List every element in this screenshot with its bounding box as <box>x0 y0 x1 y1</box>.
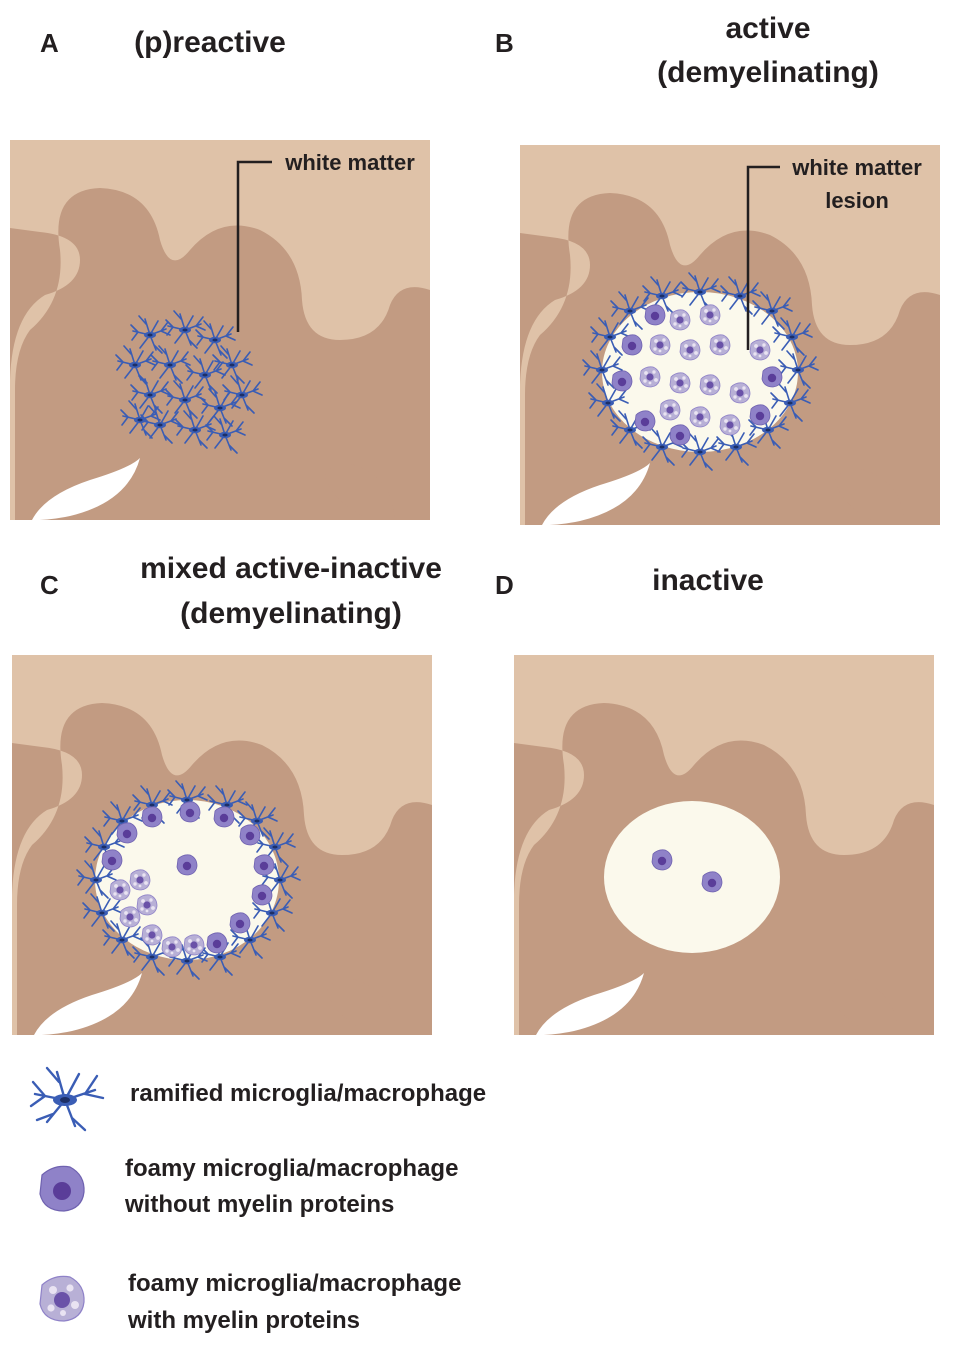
inactive-lesion <box>604 801 780 953</box>
legend-foamy-with-line2: with myelin proteins <box>128 1307 361 1334</box>
panel-b-callout-line2: lesion <box>825 188 889 213</box>
panel-a-title: (p)reactive <box>134 26 286 59</box>
callout-line-b <box>746 165 780 350</box>
ramified-microglia-icon <box>29 1066 105 1132</box>
panel-d-letter: D <box>495 570 514 600</box>
panel-c-title-line1: mixed active-inactive <box>140 552 442 585</box>
panel-d-diagram <box>514 655 934 1035</box>
panel-b-letter: B <box>495 28 514 58</box>
legend-foamy-without-line2: without myelin proteins <box>125 1191 395 1218</box>
panel-d-title: inactive <box>652 564 764 597</box>
panel-b-title-line1: active <box>725 12 811 45</box>
panel-a-diagram <box>10 140 430 520</box>
legend-ramified-label: ramified microglia/macrophage <box>130 1080 487 1107</box>
panel-c-letter: C <box>40 570 59 600</box>
legend-foamy-without-line1: foamy microglia/macrophage <box>125 1155 459 1182</box>
panel-c-title-line2: (demyelinating) <box>180 597 402 630</box>
callout-line-a <box>236 160 272 332</box>
legend-foamy-with-line1: foamy microglia/macrophage <box>128 1270 462 1297</box>
panel-a-letter: A <box>40 28 59 58</box>
panel-b-callout-line1: white matter <box>792 155 922 180</box>
panel-b-diagram <box>520 145 940 525</box>
panel-b-title-line2: (demyelinating) <box>657 56 879 89</box>
panel-a-callout: white matter <box>285 150 415 175</box>
panel-c-diagram <box>12 655 432 1035</box>
foamy-cell-myelin-icon <box>39 1275 85 1322</box>
foamy-cell-icon <box>39 1165 85 1212</box>
